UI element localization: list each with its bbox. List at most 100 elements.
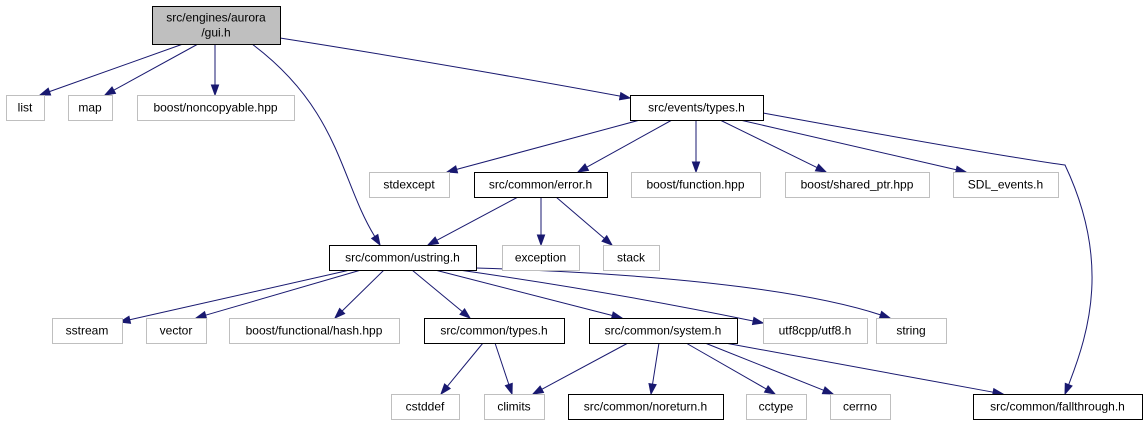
edge-arrowhead: [618, 91, 632, 101]
edge-ustring-to-vector: [194, 269, 362, 320]
edge-arrowhead: [440, 383, 452, 396]
node-sstream: sstream: [52, 318, 123, 344]
node-label: boost/shared_ptr.hpp: [801, 178, 914, 192]
edge-system-to-cerrno: [704, 342, 835, 395]
node-gui: src/engines/aurora/gui.h: [152, 6, 281, 45]
node-error[interactable]: src/common/error.h: [474, 172, 608, 198]
edge-arrowhead: [751, 316, 765, 326]
node-box: [68, 95, 113, 121]
node-box: [137, 95, 295, 121]
node-cerrno: cerrno: [830, 394, 891, 420]
node-ustring[interactable]: src/common/ustring.h: [329, 245, 477, 271]
node-utf8: utf8cpp/utf8.h: [763, 318, 868, 344]
edge-line: [458, 269, 754, 322]
node-box: [502, 245, 580, 271]
node-box: [391, 394, 460, 420]
edge-arrowhead: [610, 311, 624, 320]
node-sharedptr: boost/shared_ptr.hpp: [785, 172, 930, 198]
node-label: map: [78, 101, 102, 115]
edge-arrowhead: [814, 163, 828, 173]
edge-line: [113, 43, 199, 91]
edge-line: [456, 119, 641, 170]
edge-line: [434, 269, 613, 316]
node-box: [763, 318, 868, 344]
node-box: [6, 95, 45, 121]
edge-arrowhead: [536, 234, 546, 247]
edge-line: [411, 269, 463, 313]
edge-line: [685, 342, 767, 390]
node-label: src/common/noreturn.h: [584, 400, 707, 414]
node-box: [785, 172, 930, 198]
edge-line: [49, 43, 184, 93]
edge-arrowhead: [38, 87, 52, 96]
edge-line: [494, 342, 510, 385]
node-function: boost/function.hpp: [631, 172, 761, 198]
edge-line: [129, 269, 351, 321]
node-box: [631, 172, 761, 198]
node-label: climits: [497, 400, 530, 414]
edge-arrowhead: [1064, 382, 1073, 396]
node-label: vector: [160, 324, 193, 338]
edge-arrowhead: [370, 233, 381, 247]
edge-ustring-to-utf8: [458, 269, 765, 326]
node-label: src/events/types.h: [648, 101, 745, 115]
edge-events-to-sharedptr: [719, 119, 828, 173]
edge-arrowhead: [103, 86, 117, 96]
edge-error-to-exception: [536, 197, 546, 247]
edge-arrowhead: [194, 310, 208, 320]
node-cctype: cctype: [746, 394, 807, 420]
node-box: [369, 172, 450, 198]
edge-arrowhead: [691, 161, 701, 174]
edge-events-to-stdexcept: [445, 119, 641, 174]
edge-events-to-sdl: [739, 119, 968, 174]
edge-arrowhead: [878, 310, 892, 319]
edge-arrowhead: [445, 165, 459, 174]
node-box: [229, 318, 400, 344]
node-types[interactable]: src/common/types.h: [424, 318, 565, 344]
node-label: SDL_events.h: [968, 178, 1043, 192]
node-box: [424, 318, 565, 344]
edge-ustring-to-string: [475, 267, 892, 319]
edge-line: [436, 196, 519, 241]
edge-line: [762, 112, 1093, 385]
edge-arrowhead: [459, 307, 472, 319]
edge-line: [541, 342, 629, 390]
node-fallthrough[interactable]: src/common/fallthrough.h: [973, 394, 1143, 420]
node-label: src/common/ustring.h: [345, 251, 460, 265]
edge-gui-to-events: [279, 37, 632, 101]
node-exception: exception: [502, 245, 580, 271]
node-label: list: [18, 101, 33, 115]
node-label: src/common/types.h: [440, 324, 547, 338]
edge-arrowhead: [821, 386, 835, 395]
node-label: exception: [515, 251, 566, 265]
edge-ustring-to-types: [411, 269, 472, 319]
edge-line: [719, 119, 818, 169]
edge-error-to-ustring: [426, 196, 519, 246]
node-label: cstddef: [406, 400, 445, 414]
node-label: src/common/system.h: [605, 324, 722, 338]
node-label: boost/function.hpp: [646, 178, 744, 192]
node-hash: boost/functional/hash.hpp: [229, 318, 400, 344]
node-noreturn[interactable]: src/common/noreturn.h: [568, 394, 724, 420]
edge-arrowhead: [576, 163, 590, 173]
edge-arrowhead: [531, 385, 545, 395]
node-label: /gui.h: [201, 26, 230, 40]
edge-line: [341, 269, 385, 312]
edge-line: [475, 267, 881, 316]
edge-arrowhead: [504, 382, 513, 396]
node-stdexcept: stdexcept: [369, 172, 450, 198]
node-label: sstream: [66, 324, 109, 338]
edge-events-to-function: [691, 120, 701, 174]
edge-line: [704, 342, 824, 391]
node-system[interactable]: src/common/system.h: [589, 318, 738, 344]
edge-line: [205, 269, 362, 316]
node-box: [474, 172, 608, 198]
node-noncopyable: boost/noncopyable.hpp: [137, 95, 295, 121]
edge-types-to-cstddef: [440, 342, 484, 396]
edge-arrowhead: [426, 236, 440, 246]
edge-system-to-climits: [531, 342, 629, 395]
node-events[interactable]: src/events/types.h: [630, 95, 764, 121]
node-box: [973, 394, 1143, 420]
node-box: [568, 394, 724, 420]
